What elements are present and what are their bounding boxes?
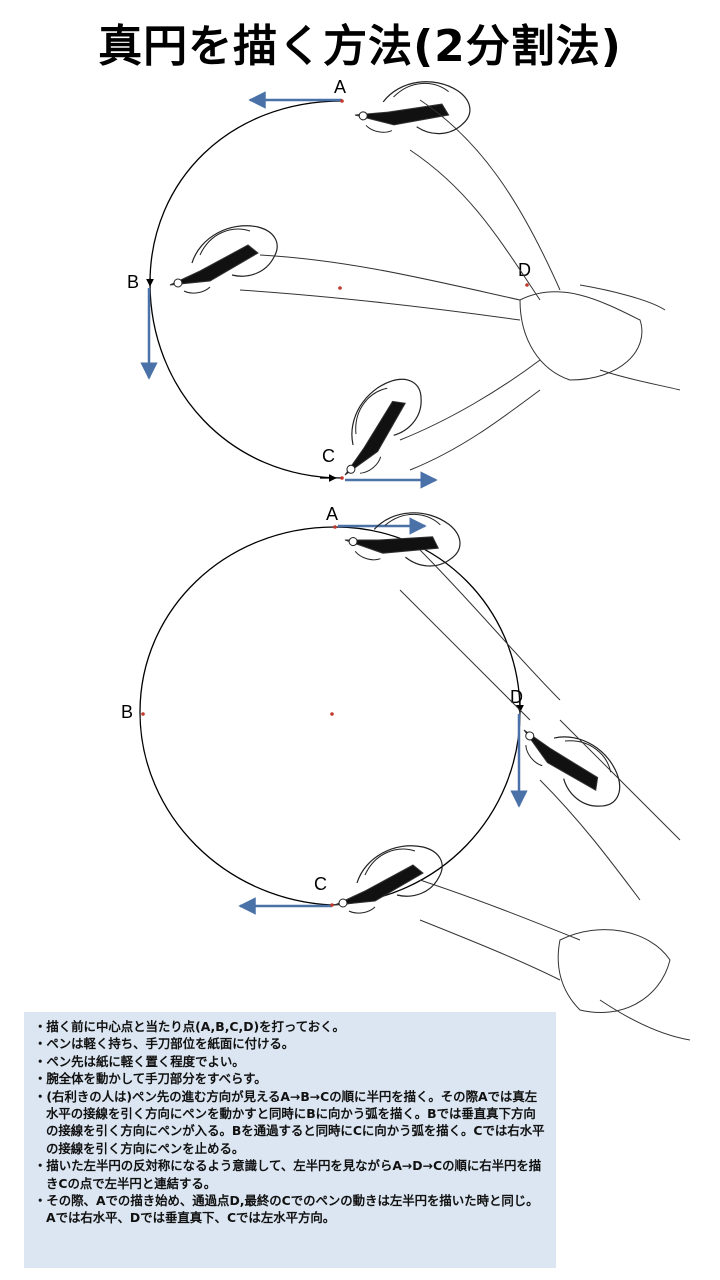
center-point: [330, 712, 334, 716]
hand-pen-icon: [169, 58, 681, 483]
center-point: [338, 286, 342, 290]
bottom-diagram: A B C D: [121, 485, 691, 1041]
point-d: [525, 283, 529, 287]
hand-pen-icon: [334, 485, 691, 1041]
top-diagram: A B C D: [127, 58, 681, 489]
point-b: [141, 712, 145, 716]
note-item: ・描いた左半円の反対称になるよう意識して、左半円を見ながらA→D→Cの順に右半円…: [34, 1158, 542, 1191]
label-c: C: [322, 446, 335, 466]
note-item: ・ペン先は紙に軽く置く程度でよい。: [34, 1053, 245, 1069]
label-d: D: [518, 260, 531, 280]
instruction-notes: ・描く前に中心点と当たり点(A,B,C,D)を打っておく。 ・ペンは軽く持ち、手…: [24, 1012, 556, 1268]
page-title: 真円を描く方法(2分割法): [98, 21, 622, 72]
label-b: B: [127, 272, 139, 292]
note-item: ・腕全体を動かして手刀部分をすべらす。: [34, 1071, 267, 1087]
label-a: A: [334, 77, 346, 97]
label-a: A: [326, 504, 338, 524]
label-b: B: [121, 702, 133, 722]
left-semicircle-arc: [149, 100, 343, 479]
label-d: D: [510, 687, 523, 707]
note-item: ・その際、Aでの描き始め、通過点D,最終のCでのペンの動きは左半円を描いた時と同…: [34, 1193, 539, 1226]
full-circle-arc: [139, 526, 521, 906]
note-item: ・描く前に中心点と当たり点(A,B,C,D)を打っておく。: [34, 1019, 345, 1034]
note-item: ・(右利きの人は)ペン先の進む方向が見えるA→B→Cの順に半円を描く。その際Aで…: [34, 1088, 545, 1156]
label-c: C: [314, 874, 327, 894]
note-item: ・ペンは軽く持ち、手刀部位を紙面に付ける。: [34, 1036, 295, 1052]
